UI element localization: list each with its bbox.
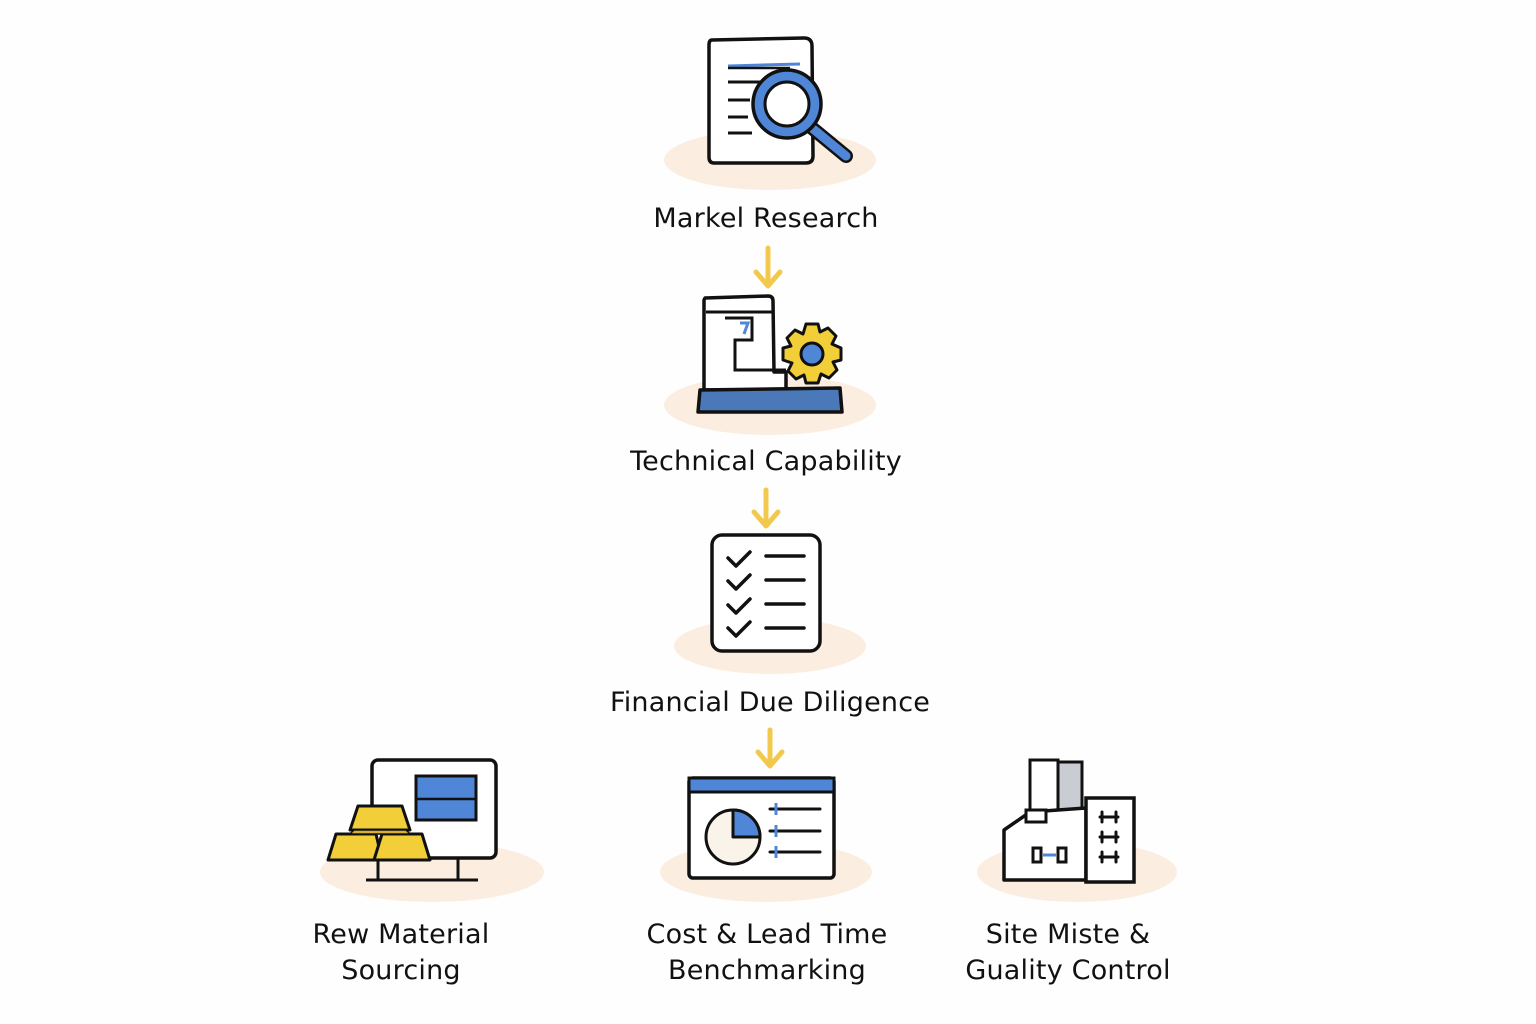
factory-building-icon: [977, 758, 1177, 902]
checklist-icon: [674, 533, 866, 674]
step-label: Technical Capability: [630, 446, 902, 477]
branch-label-line1: Cost & Lead Time: [646, 919, 888, 950]
branch-label: Rew Material Sourcing: [251, 917, 551, 989]
pie-chart-dashboard-icon: [660, 776, 872, 902]
branch-label: Cost & Lead Time Benchmarking: [617, 917, 917, 989]
branch-label-line1: Site Miste &: [985, 919, 1151, 950]
step-label: Markel Research: [653, 203, 879, 234]
document-magnifier-icon: [664, 36, 876, 190]
machine-gear-icon: [664, 294, 876, 435]
arrow-down-3: [755, 727, 785, 769]
arrow-down-1: [753, 245, 783, 289]
step-label: Financial Due Diligence: [609, 687, 931, 718]
branch-label-line2: Guality Control: [965, 955, 1171, 986]
branch-label-line1: Rew Material: [312, 919, 490, 950]
branch-label-line2: Sourcing: [341, 955, 461, 986]
branch-label-line2: Benchmarking: [668, 955, 866, 986]
branch-label: Site Miste & Guality Control: [918, 917, 1218, 989]
gold-bars-monitor-icon: [320, 758, 544, 902]
arrow-down-2: [751, 487, 781, 529]
